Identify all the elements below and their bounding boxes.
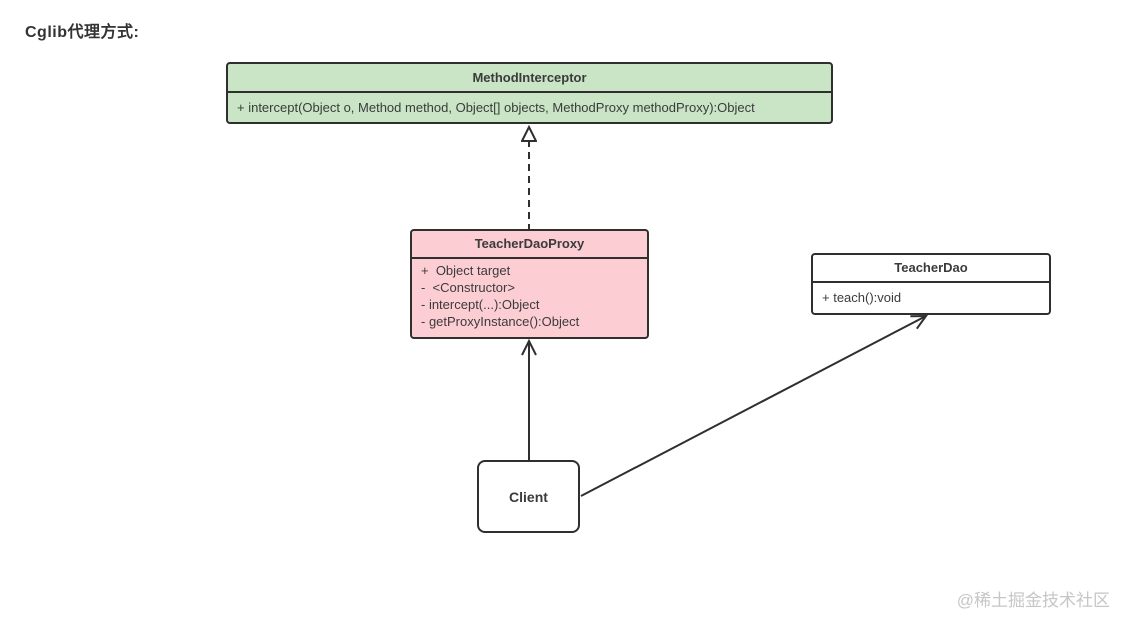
class-teacherdao-members: + teach():void <box>813 283 1049 313</box>
class-teacherdaoproxy-members: + Object target - <Constructor> - interc… <box>412 259 647 330</box>
class-teacherdaoproxy: TeacherDaoProxy + Object target - <Const… <box>410 229 649 339</box>
class-member: + intercept(Object o, Method method, Obj… <box>237 100 755 115</box>
class-member: - intercept(...):Object <box>421 297 540 312</box>
class-member: + teach():void <box>822 290 902 305</box>
page-title: Cglib代理方式: <box>25 24 140 41</box>
class-teacherdao-name: TeacherDao <box>813 255 1049 283</box>
class-methodinterceptor: MethodInterceptor + intercept(Object o, … <box>226 62 833 124</box>
class-client: Client <box>477 460 580 533</box>
class-teacherdao: TeacherDao + teach():void <box>811 253 1051 315</box>
association-edge-client-to-teacherdao <box>580 316 926 497</box>
class-methodinterceptor-members: + intercept(Object o, Method method, Obj… <box>228 93 831 122</box>
class-member: - <Constructor> <box>421 280 515 295</box>
class-member: - getProxyInstance():Object <box>421 314 580 329</box>
watermark: @稀土掘金技术社区 <box>956 591 1110 610</box>
class-methodinterceptor-name: MethodInterceptor <box>228 64 831 93</box>
class-teacherdaoproxy-name: TeacherDaoProxy <box>412 231 647 259</box>
class-client-name: Client <box>509 488 548 505</box>
class-member: + Object target <box>421 263 511 278</box>
